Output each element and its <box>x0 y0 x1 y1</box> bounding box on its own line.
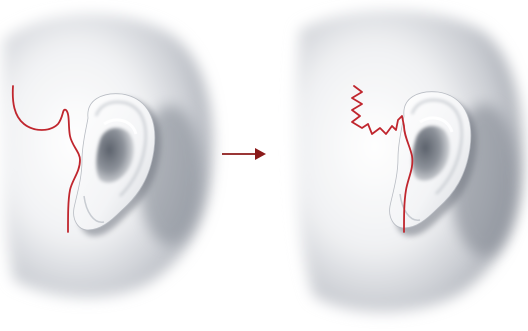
panel-after <box>295 10 522 312</box>
transition-arrow <box>222 148 266 160</box>
panel-before <box>2 14 212 297</box>
